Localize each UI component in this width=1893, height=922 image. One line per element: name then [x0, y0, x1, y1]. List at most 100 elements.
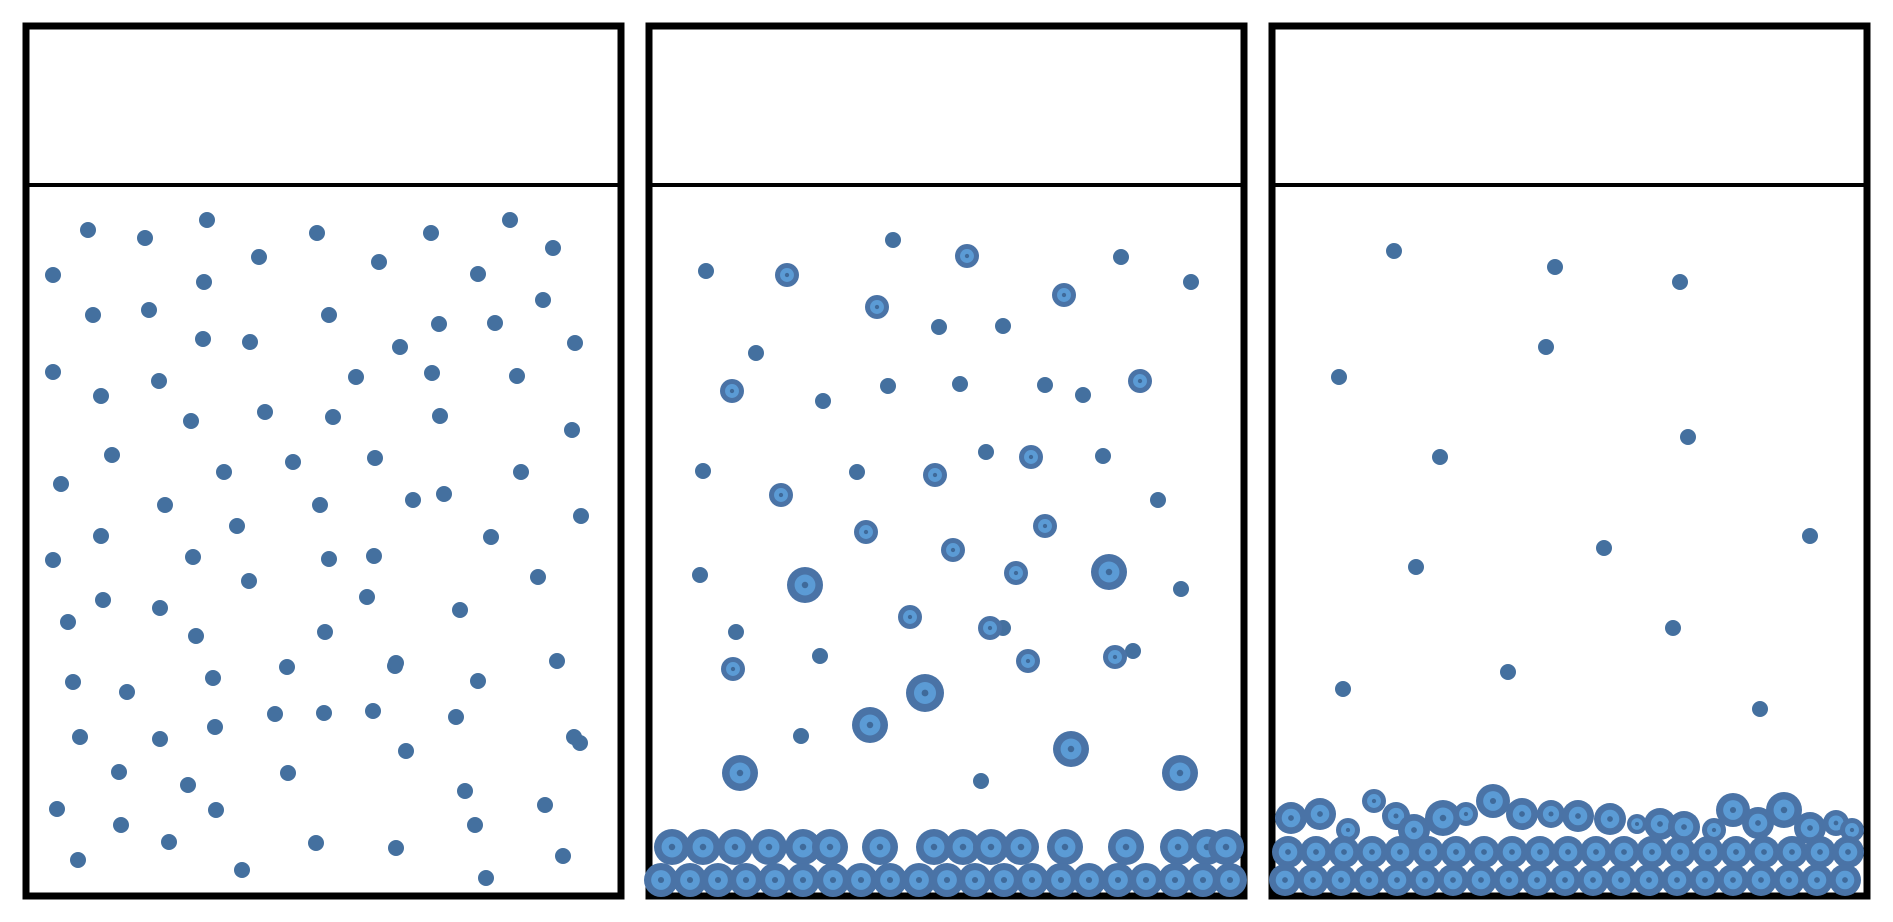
- sediment-cluster: [1384, 836, 1416, 868]
- sediment-cluster: [1773, 864, 1805, 896]
- particle: [470, 266, 486, 282]
- cluster-core: [1028, 454, 1034, 460]
- sediment-cluster-core: [1142, 876, 1150, 884]
- sediment-cluster: [1506, 798, 1538, 830]
- sediment-cluster: [1748, 836, 1780, 868]
- particle: [502, 212, 518, 228]
- sediment-cluster-core: [1590, 877, 1596, 883]
- sediment-cluster: [1776, 836, 1808, 868]
- particle: [60, 614, 76, 630]
- sediment-cluster: [816, 863, 850, 897]
- sediment-cluster: [1524, 836, 1556, 868]
- beaker-panel-3: [1268, 22, 1871, 900]
- particle: [1386, 243, 1402, 259]
- sediment-cluster: [1549, 864, 1581, 896]
- beaker-2-particles: [692, 232, 1199, 791]
- sediment-cluster: [1627, 814, 1647, 834]
- sediment-cluster-core: [1345, 827, 1351, 833]
- sediment-cluster: [930, 863, 964, 897]
- sediment-cluster-core: [1509, 849, 1515, 855]
- particle: [388, 840, 404, 856]
- sediment-cluster: [987, 863, 1021, 897]
- sediment-cluster: [873, 863, 907, 897]
- particle: [398, 743, 414, 759]
- particle: [309, 225, 325, 241]
- sediment-cluster-core: [1618, 877, 1624, 883]
- particle: [1432, 449, 1448, 465]
- sediment-cluster-core: [1282, 877, 1288, 883]
- sediment-cluster-core: [1393, 813, 1399, 819]
- sediment-cluster-core: [1341, 849, 1347, 855]
- sediment-cluster: [758, 863, 792, 897]
- sediment-cluster-core: [826, 843, 834, 851]
- particle: [348, 369, 364, 385]
- particle: [545, 240, 561, 256]
- beaker-3-particles: [1331, 243, 1818, 717]
- sediment-cluster-core: [1411, 827, 1417, 833]
- particle: [308, 835, 324, 851]
- particle: [487, 315, 503, 331]
- sediment-cluster: [1605, 864, 1637, 896]
- cluster-core: [874, 304, 880, 310]
- sediment-cluster-core: [987, 843, 995, 851]
- particle: [1173, 581, 1189, 597]
- cluster: [1033, 514, 1057, 538]
- sediment-cluster-core: [1674, 877, 1680, 883]
- sediment-cluster-core: [731, 843, 739, 851]
- sediment-cluster-core: [1534, 877, 1540, 883]
- sediment-cluster-core: [1366, 877, 1372, 883]
- particle: [104, 447, 120, 463]
- sediment-cluster-core: [857, 876, 865, 884]
- sediment-cluster-core: [1789, 849, 1795, 855]
- sediment-cluster-core: [1425, 849, 1431, 855]
- particle: [405, 492, 421, 508]
- sediment-cluster-core: [1755, 820, 1761, 826]
- cluster: [906, 674, 944, 712]
- particle: [251, 249, 267, 265]
- particle: [234, 862, 250, 878]
- sediment-cluster: [902, 863, 936, 897]
- particle: [371, 254, 387, 270]
- particle: [151, 373, 167, 389]
- particle: [564, 422, 580, 438]
- cluster: [722, 755, 758, 791]
- sediment-cluster: [786, 863, 820, 897]
- particle: [457, 783, 473, 799]
- sediment-cluster-core: [1000, 876, 1008, 884]
- particle: [885, 232, 901, 248]
- sediment-cluster-core: [1285, 849, 1291, 855]
- particle: [1183, 274, 1199, 290]
- particle: [1500, 664, 1516, 680]
- particle: [279, 659, 295, 675]
- beaker-1-frame: [22, 22, 625, 900]
- particle: [199, 212, 215, 228]
- particle: [185, 549, 201, 565]
- sediment-cluster-core: [1537, 849, 1543, 855]
- sediment-cluster-core: [714, 876, 722, 884]
- cluster-core: [1105, 568, 1113, 576]
- sediment-cluster: [1208, 829, 1244, 865]
- sediment-cluster-core: [1575, 813, 1581, 819]
- sediment-cluster-core: [1394, 877, 1400, 883]
- sediment-cluster: [1304, 798, 1336, 830]
- particle: [113, 817, 129, 833]
- sediment-cluster: [1108, 829, 1144, 865]
- beaker-panel-1: [22, 22, 625, 900]
- sediment-cluster: [1577, 864, 1609, 896]
- sediment-cluster: [1300, 836, 1332, 868]
- particle: [49, 801, 65, 817]
- sediment-cluster-core: [1786, 877, 1792, 883]
- particle: [1802, 528, 1818, 544]
- sediment-cluster-core: [1506, 877, 1512, 883]
- sediment-cluster: [1496, 836, 1528, 868]
- particle: [137, 230, 153, 246]
- particle: [216, 464, 232, 480]
- cluster-core: [1025, 658, 1031, 664]
- sediment-cluster: [1720, 836, 1752, 868]
- sediment-cluster: [1129, 863, 1163, 897]
- particle: [241, 573, 257, 589]
- particle: [1752, 701, 1768, 717]
- beaker-3-sediment-layer: [1269, 784, 1864, 896]
- sediment-cluster-core: [1758, 877, 1764, 883]
- particle: [119, 684, 135, 700]
